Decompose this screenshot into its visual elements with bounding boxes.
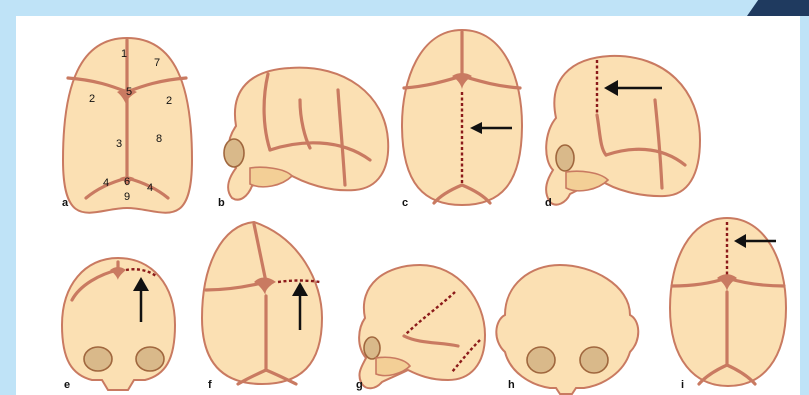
bone-number: 5 [126,86,132,98]
bone-number: 6 [124,176,130,188]
bone-number: 8 [156,133,162,145]
panel-label-g: g [356,379,363,391]
panel-label-e: e [64,379,70,391]
panel-label-h: h [508,379,515,391]
bone-number: 9 [124,191,130,203]
panel-label-a: a [62,197,69,209]
panel-h-frontal-cloverleaf: h [496,265,638,394]
bone-number: 3 [116,138,122,150]
panel-e-frontal-view: e [62,258,175,391]
bone-number: 2 [89,93,95,105]
panel-c-sagittal-synostosis: c [402,30,522,209]
bone-number: 4 [103,177,109,189]
panel-label-i: i [681,379,684,391]
panel-d-metopic-lateral: d [545,56,700,209]
panel-b-skull-lateral: b [218,68,388,209]
bone-number: 7 [154,57,160,69]
bone-number: 2 [166,95,172,107]
panel-i-metopic-top: i [670,218,786,391]
panel-label-b: b [218,197,225,209]
panel-label-f: f [208,379,212,391]
panel-f-coronal-synostosis: f [202,222,322,391]
panel-label-c: c [402,197,408,209]
bone-number: 1 [121,48,127,60]
panel-label-d: d [545,197,552,209]
panel-a-skull-top: 1 7 5 2 2 3 8 4 6 4 9 a [62,38,192,213]
panel-g-lateral-lambdoid: g [356,265,485,391]
bone-number: 4 [147,182,153,194]
